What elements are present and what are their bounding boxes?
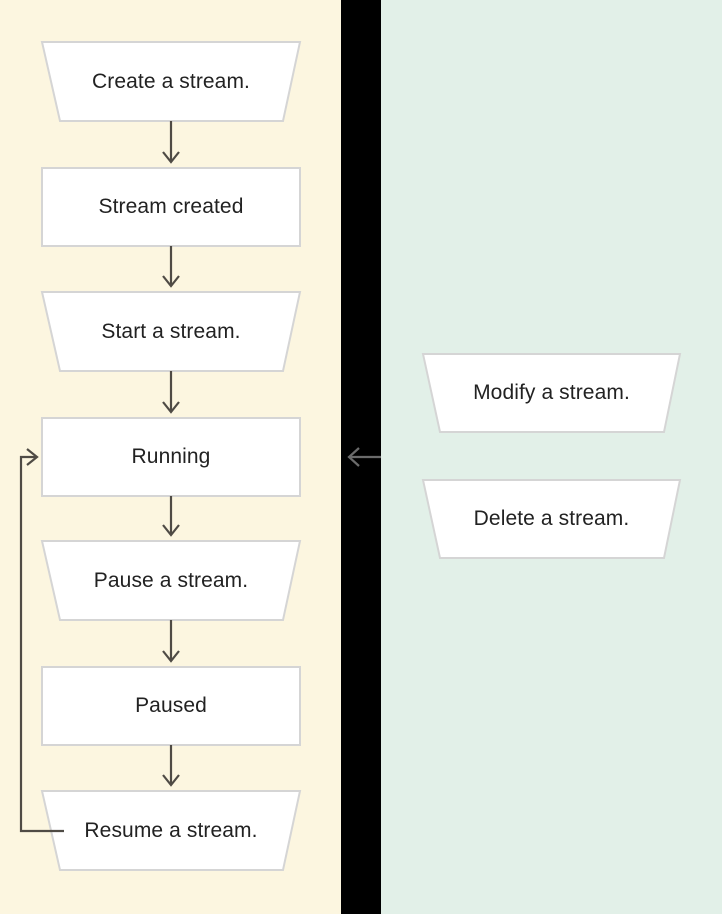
- node-shape-running[interactable]: [41, 417, 301, 497]
- node-shape-paused[interactable]: [41, 666, 301, 746]
- node-shape-start[interactable]: [40, 291, 302, 372]
- node-label-created: Stream created: [98, 195, 244, 218]
- edge-pause-to-paused: [162, 620, 180, 663]
- node-shape-delete[interactable]: [421, 479, 682, 559]
- edge-management-to-lifecycle: [347, 447, 381, 467]
- node-shape-modify[interactable]: [421, 353, 682, 433]
- node-label-modify: Modify a stream.: [473, 381, 630, 404]
- node-label-pause: Pause a stream.: [93, 568, 249, 592]
- edge-resume-to-running-loop: [19, 448, 64, 833]
- edge-start-to-running: [162, 371, 180, 414]
- edge-running-to-pause: [162, 496, 180, 537]
- node-label-running: Running: [131, 445, 211, 468]
- node-shape-resume[interactable]: [40, 790, 302, 871]
- node-label-delete: Delete a stream.: [473, 507, 630, 530]
- node-shape-created[interactable]: [41, 167, 301, 247]
- edge-create-to-created: [162, 121, 180, 164]
- stream-management-lane: [381, 0, 722, 914]
- edge-created-to-start: [162, 246, 180, 288]
- node-shape-pause[interactable]: [40, 540, 302, 621]
- node-label-resume: Resume a stream.: [84, 818, 258, 842]
- node-label-paused: Paused: [135, 694, 207, 717]
- node-label-start: Start a stream.: [101, 319, 241, 343]
- node-label-create: Create a stream.: [92, 69, 250, 93]
- node-shape-create[interactable]: [40, 41, 302, 122]
- edge-paused-to-resume: [162, 745, 180, 787]
